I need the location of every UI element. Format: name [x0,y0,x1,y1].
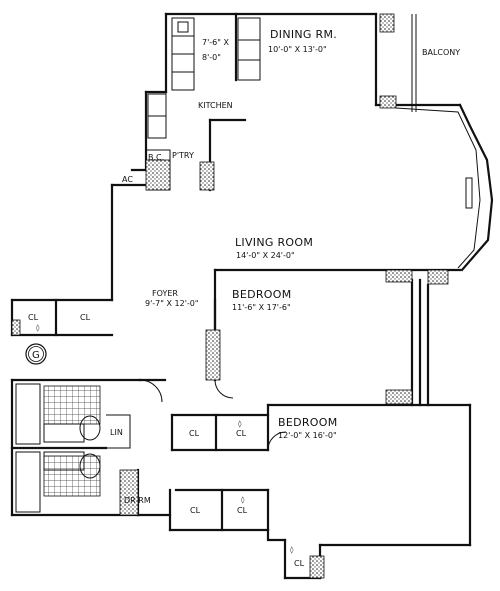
living-room-dims: 14'-0" X 24'-0" [236,251,295,260]
dining-room-dims: 10'-0" X 13'-0" [268,45,327,54]
svg-text:◊: ◊ [238,420,242,428]
dressing-room-name: DR RM [124,496,151,505]
closet-label: CL [28,313,39,322]
balcony-name: BALCONY [422,48,460,57]
closet-label: CL [294,559,305,568]
door-swings [139,379,287,451]
svg-text:◊: ◊ [36,324,40,332]
closet-label: CL [80,313,91,322]
closet-label: CL [237,506,248,515]
marker-letter: G [32,350,40,361]
dining-room-name: DINING RM. [270,28,337,41]
structural-columns [11,13,449,579]
svg-text:◊: ◊ [290,546,294,554]
bedroom1-dims: 11'-6" X 17'-6" [232,303,291,312]
kitchen-dims-2: 8'-0" [202,53,221,62]
bc-name: B.C. [148,153,164,162]
bath-fixtures [15,383,101,513]
interior-walls [10,12,270,532]
bedroom2-name: BEDROOM [278,416,338,429]
kitchen-name: KITCHEN [198,101,233,110]
pantry-name: P'TRY [172,151,194,160]
svg-text:◊: ◊ [241,496,245,504]
closet-label: CL [189,429,200,438]
bedroom1-name: BEDROOM [232,288,292,301]
balcony-rail [395,14,481,269]
closet-marks: ◊ ◊ ◊ ◊ [36,324,294,554]
ac-name: AC [122,175,133,184]
foyer-name: FOYER [152,289,178,298]
closet-label: CL [190,506,201,515]
kitchen-fixtures [147,17,261,139]
room-labels: DINING RM. 10'-0" X 13'-0" BALCONY 7'-6"… [28,28,460,568]
foyer-dims: 9'-7" X 12'-0" [145,299,199,308]
marker-g: G [25,343,47,365]
kitchen-dims-1: 7'-6" X [202,38,229,47]
bedroom2-dims: 12'-0" X 16'-0" [278,431,337,440]
closet-label: CL [236,429,247,438]
living-room-name: LIVING ROOM [235,236,313,249]
linen-name: LIN [110,428,123,437]
